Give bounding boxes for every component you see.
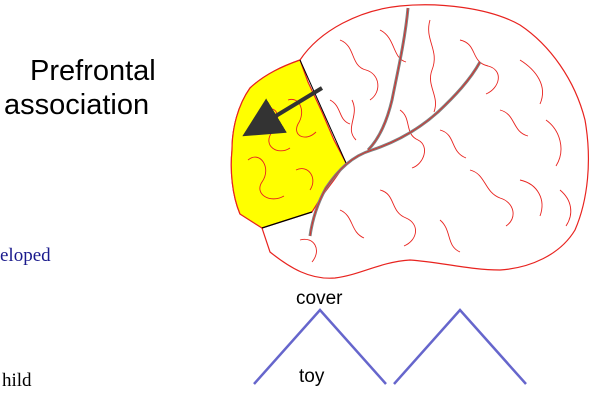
toy-label: toy — [299, 366, 324, 388]
region-label-line2: association — [4, 88, 149, 122]
text-fragment-developed: eloped — [0, 245, 51, 267]
cover-label: cover — [296, 288, 342, 310]
region-label-line1: Prefrontal — [30, 54, 156, 88]
right-cover-shape — [394, 310, 526, 384]
